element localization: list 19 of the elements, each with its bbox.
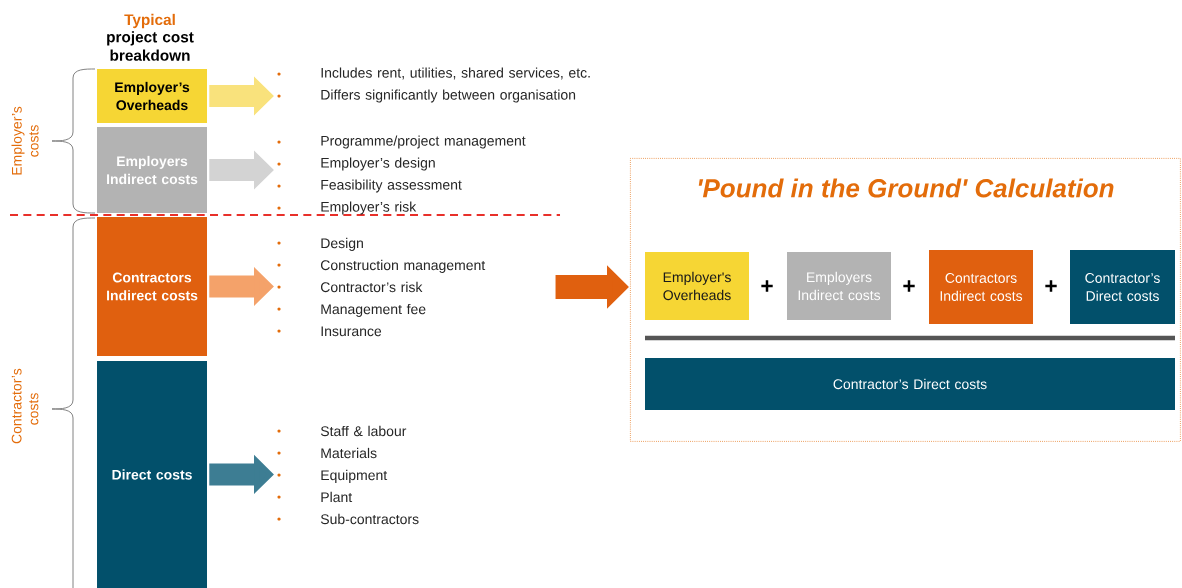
heading: Typical [124,13,175,29]
plus-sign: + [903,280,915,292]
cost-box: Contractors Indirect costs [929,250,1033,324]
cost-box: Contractor’s Direct costs [645,358,1175,410]
bullet-list: Staff & labour Materials Equipment Plant Sub-contractors [320,425,419,525]
cost-box: Direct costs [97,361,207,588]
cost-box: Employers Indirect costs [97,127,207,213]
side-label: Contractor’s costs [11,368,39,444]
plus-sign: + [1045,280,1057,292]
plus-sign: + [761,280,773,292]
cost-box: Contractor’s Direct costs [1070,250,1175,324]
side-label: Employer’s costs [11,106,39,175]
cost-box: Contractors Indirect costs [97,217,207,356]
cost-box: Employer's Overheads [645,252,749,320]
bullet-list: Includes rent, utilities, shared services, etc. Differs significantly between organisation [321,67,590,103]
bullet-list: Programme/project management Employer’s design Feasibility assessment Employer’s risk [321,135,526,215]
cost-box: Employer’s Overheads [97,69,207,123]
cost-box: Employers Indirect costs [787,252,891,320]
bullet-list: Design Construction management Contractor’s risk Management fee Insurance [321,237,486,337]
